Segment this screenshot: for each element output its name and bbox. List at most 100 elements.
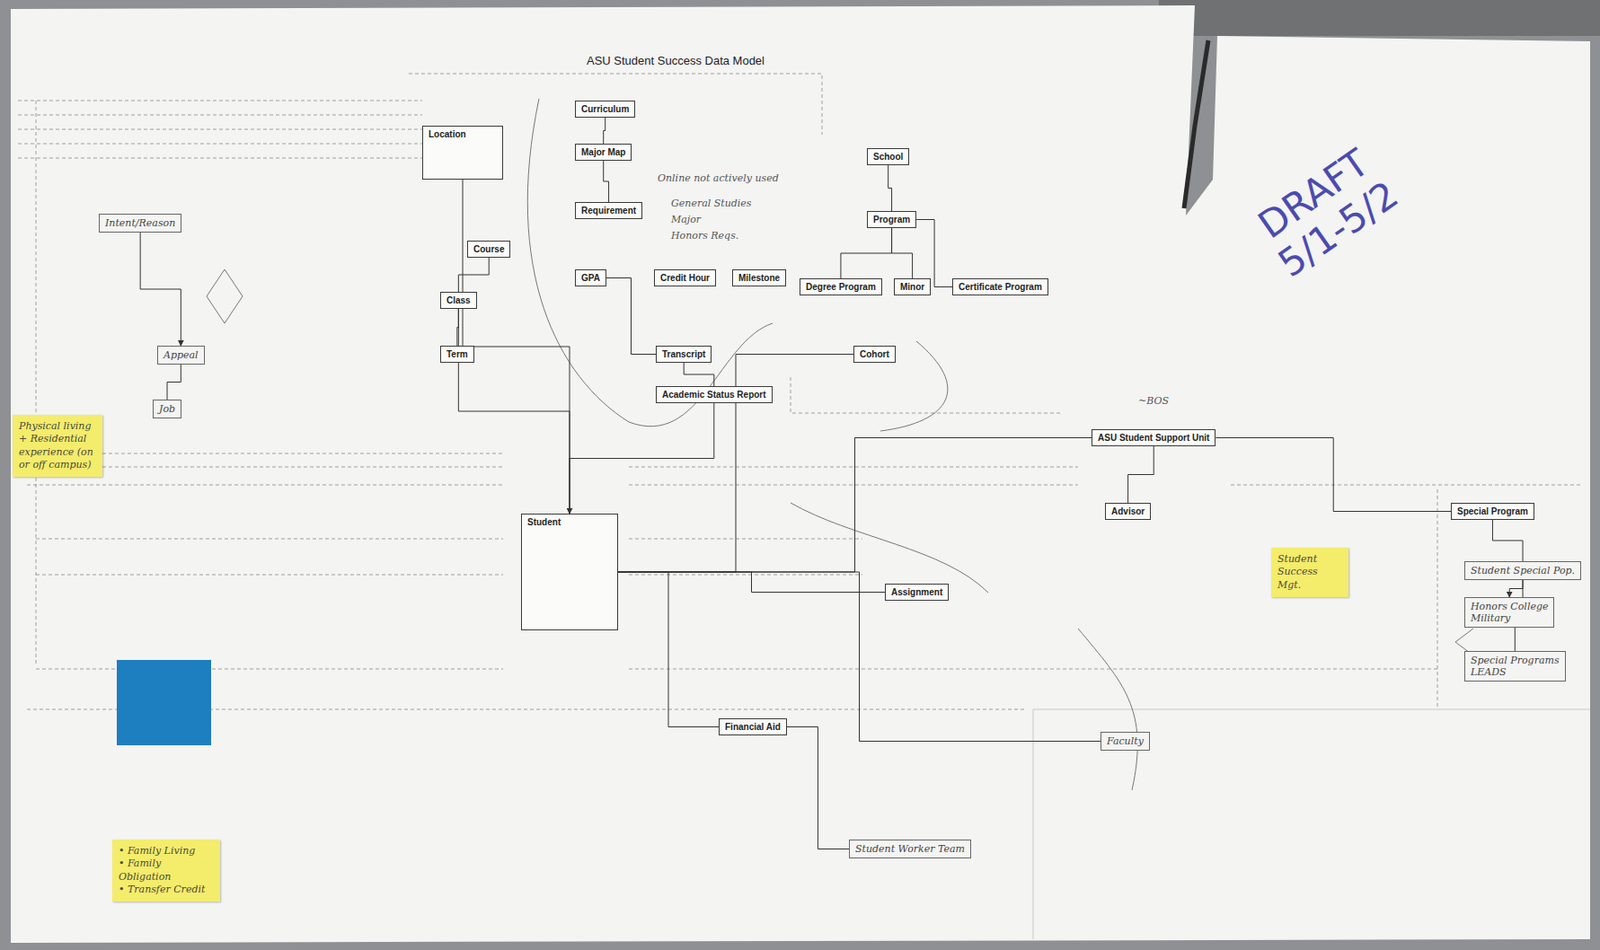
sketched-box: Appeal: [157, 345, 205, 365]
handwritten-note: Honors Reqs.: [669, 229, 741, 242]
entity-box: Degree Program: [799, 278, 883, 296]
connector: [618, 438, 1092, 574]
sketched-box: Job: [152, 399, 182, 419]
node-text: GPA: [581, 273, 601, 283]
node-text: Student Worker Team: [855, 843, 965, 856]
node-text: Credit Hour: [660, 273, 710, 283]
connector: [916, 220, 953, 288]
node-text: Appeal: [163, 349, 199, 362]
node-text: Curriculum: [581, 104, 629, 115]
sheet-seam: [1033, 709, 1591, 940]
entity-box: Curriculum: [574, 100, 636, 118]
node-text: Course: [473, 244, 504, 255]
connector: [618, 572, 719, 728]
entity-box: Transcript: [655, 345, 712, 363]
node-text: Honors College: [1470, 601, 1548, 613]
node-text: Academic Status Report: [662, 389, 767, 400]
blue-sticky-note: [116, 660, 212, 746]
node-text: Special Programs: [1470, 654, 1560, 667]
connector: [606, 278, 656, 355]
connector: [167, 364, 181, 400]
node-text: Faculty: [1106, 735, 1144, 748]
connector: [1492, 520, 1523, 562]
node-text: Certificate Program: [958, 282, 1043, 292]
entity-box: Academic Status Report: [655, 386, 773, 404]
entity-box: Cohort: [853, 345, 896, 363]
entity-box: GPA: [574, 269, 607, 287]
entity-box: ASU Student Support Unit: [1091, 429, 1216, 447]
connector: [683, 362, 715, 387]
entity-box: Minor: [893, 278, 931, 296]
node-text: Degree Program: [805, 282, 876, 292]
connector: [892, 228, 913, 279]
connector: [618, 572, 1101, 743]
node-text: Intent/Reason: [105, 217, 176, 230]
connector: [1509, 580, 1523, 598]
sticky-note: • Family Living• Family Obligation• Tran…: [112, 839, 221, 902]
paper-sheet: [10, 5, 1591, 944]
node-text: Class: [446, 295, 471, 306]
sketched-box: Honors CollegeMilitary: [1464, 597, 1555, 628]
connector: [840, 228, 893, 279]
sketched-box: Special ProgramsLEADS: [1464, 651, 1566, 682]
node-text: • Transfer Credit: [118, 883, 214, 897]
handwritten-note: Major: [669, 213, 703, 226]
node-text: LEADS: [1470, 666, 1560, 679]
paper-crease: [1184, 40, 1209, 209]
node-text: Milestone: [738, 273, 780, 283]
connector: [603, 117, 606, 144]
connector: [1215, 438, 1451, 513]
node-text: Assignment: [891, 587, 943, 598]
entity-box: Class: [440, 291, 478, 310]
sticky-note: Student Success Mgt.: [1271, 548, 1349, 598]
node-text: Student Special Pop.: [1470, 565, 1575, 577]
sketched-box: Faculty: [1100, 732, 1150, 752]
connector: [888, 165, 893, 212]
entity-box: Milestone: [732, 269, 787, 287]
entity-box: Requirement: [574, 202, 643, 220]
window-blinds: [1158, 0, 1600, 36]
entity-box: Term: [440, 345, 475, 363]
entity-box: Credit Hour: [654, 269, 717, 287]
node-text: Student Success Mgt.: [1277, 553, 1343, 593]
node-text: Physical living + Residential experience…: [18, 420, 97, 472]
entity-box: Special Program: [1450, 503, 1535, 521]
node-text: Location: [428, 129, 497, 140]
entity-box: Financial Aid: [718, 718, 787, 736]
connector: [1128, 446, 1155, 504]
pencil-scribbles: [206, 98, 1474, 791]
entity-box: Location: [422, 125, 504, 180]
draft-watermark: DRAFT 5/1-5/2: [1226, 123, 1427, 301]
entity-box: Certificate Program: [952, 278, 1049, 296]
connector: [618, 572, 885, 593]
entity-box: Major Map: [574, 143, 632, 161]
node-text: Minor: [900, 282, 925, 292]
node-text: Requirement: [581, 205, 637, 216]
sketched-box: Student Worker Team: [848, 839, 972, 859]
node-text: • Family Living: [118, 845, 214, 858]
connector: [462, 179, 570, 514]
connector: [786, 727, 849, 850]
handwritten-note: Online not actively used: [655, 172, 781, 185]
node-text: • Family Obligation: [118, 857, 214, 884]
sticky-note: Physical living + Residential experience…: [12, 415, 103, 478]
connector: [140, 232, 181, 346]
connector: [618, 354, 854, 574]
node-text: Program: [873, 214, 911, 225]
entity-box: Advisor: [1104, 503, 1151, 521]
entity-box: Assignment: [884, 583, 949, 602]
node-text: Major Map: [581, 147, 626, 158]
node-text: Job: [159, 403, 176, 416]
node-text: Cohort: [859, 349, 890, 360]
background-wires: [17, 73, 1582, 710]
entity-box: School: [866, 148, 910, 166]
entity-box: Course: [467, 240, 511, 258]
handwritten-note: ~BOS: [1136, 395, 1171, 407]
node-text: School: [873, 151, 903, 162]
diagram-title: ASU Student Success Data Model: [583, 53, 768, 68]
node-text: Advisor: [1111, 506, 1145, 517]
node-text: Term: [446, 349, 469, 360]
